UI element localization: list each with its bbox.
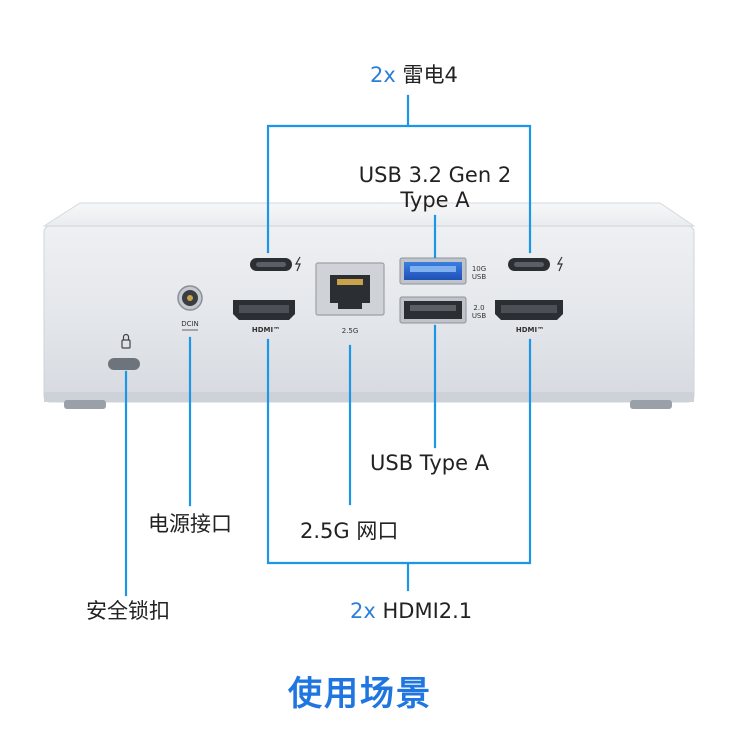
hdmi-logo-2: HDMI™ [516, 326, 544, 334]
thunderbolt-port-1 [250, 256, 301, 272]
hdmi-port-1: HDMI™ [233, 300, 295, 334]
usb-gen2-label-line1: USB 3.2 Gen 2 [358, 163, 512, 187]
usb-2-speed: 2.0 [473, 304, 484, 312]
hdmi-callout-line [266, 338, 532, 592]
thunderbolt-label: 2x 雷电4 [370, 63, 458, 87]
security-lock-slot [108, 333, 140, 370]
hdmi-text: HDMI2.1 [382, 599, 473, 623]
page-title: 使用场景 [288, 674, 432, 714]
usb-10g-type: USB [472, 273, 487, 281]
dc-in-jack: DCIN [177, 285, 203, 331]
hdmi-logo-1: HDMI™ [252, 326, 280, 334]
usb-typea-label: USB Type A [370, 451, 490, 475]
usb-gen2-label-line2: Type A [400, 188, 470, 213]
usb-10g-port: 10G USB [399, 257, 487, 285]
usb-2-type: USB [472, 312, 487, 320]
thunderbolt-text: 雷电4 [402, 63, 458, 87]
hdmi-count: 2x [350, 599, 376, 623]
thunderbolt-count: 2x [370, 63, 396, 87]
thunderbolt-port-2 [508, 256, 563, 272]
dc-in-marking: DCIN [181, 320, 199, 328]
usb-gen2-label: USB 3.2 Gen 2 Type A [340, 163, 530, 213]
hdmi-port-2: HDMI™ [495, 300, 563, 334]
hdmi-label: 2x HDMI2.1 [350, 599, 473, 623]
dc-in-label: 电源接口 [148, 512, 232, 536]
lan-speed-marking: 2.5G [342, 327, 359, 335]
thunderbolt-callout-line [266, 94, 532, 254]
usb-10g-speed: 10G [472, 265, 486, 273]
lan-label: 2.5G 网口 [300, 519, 399, 543]
usb-2-port: 2.0 USB [399, 296, 487, 324]
lock-label: 安全锁扣 [86, 599, 170, 623]
ethernet-port: 2.5G [315, 262, 385, 335]
